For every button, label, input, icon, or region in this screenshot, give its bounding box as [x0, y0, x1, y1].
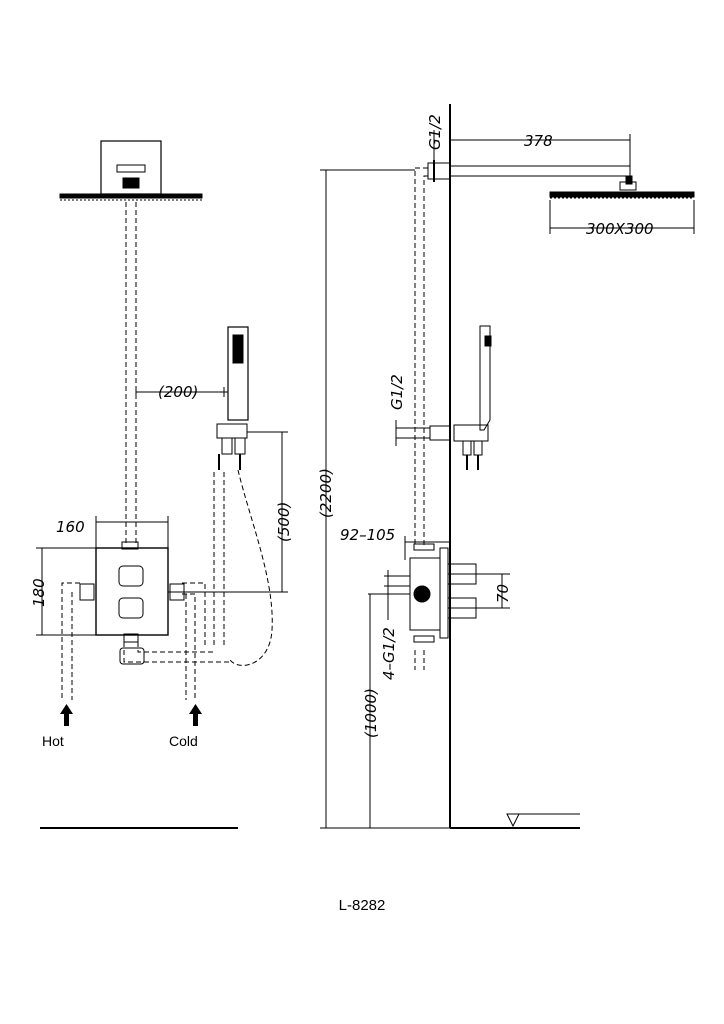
dim-total-height: (2200) — [317, 468, 335, 518]
dim-mixer-height: (1000) — [362, 688, 380, 738]
side-view — [320, 104, 695, 829]
side-shower-arm — [427, 160, 695, 199]
dim-mixer-height: 180 — [30, 578, 48, 607]
side-hand-shower — [396, 325, 492, 470]
dim-mixer-width: 160 — [56, 518, 85, 536]
label-cold: Cold — [169, 733, 198, 749]
front-hose — [229, 469, 273, 666]
floor-level-icon — [506, 813, 520, 828]
front-inlet-arrows — [60, 704, 202, 726]
dim-mixer-spacing: 70 — [494, 584, 512, 603]
front-side-pipes — [61, 582, 230, 700]
side-mixer-valve — [368, 543, 510, 643]
front-dimension-lines — [36, 387, 288, 636]
front-rain-shower-head — [59, 140, 203, 201]
dim-head-size: 300X300 — [586, 220, 654, 238]
front-view — [36, 140, 288, 829]
front-thermostatic-mixer — [95, 541, 169, 643]
dim-wall-depth: 92–105 — [340, 526, 395, 544]
dim-arm-length: 378 — [524, 132, 553, 150]
front-hand-pipe — [213, 472, 225, 648]
model-number: L-8282 — [338, 897, 386, 914]
front-hand-shower — [216, 326, 249, 470]
side-riser-pipe — [414, 167, 428, 670]
dim-handshower-offset: (200) — [158, 383, 198, 401]
dim-top-thread: G1/2 — [426, 114, 444, 150]
side-dimension-lines — [320, 130, 695, 829]
label-hot: Hot — [42, 733, 64, 749]
dim-hose-drop: (500) — [275, 502, 293, 542]
dim-hand-thread: G1/2 — [388, 374, 406, 410]
dim-mixer-threads: 4–G1/2 — [380, 627, 398, 680]
front-supply-pipe — [125, 202, 137, 546]
